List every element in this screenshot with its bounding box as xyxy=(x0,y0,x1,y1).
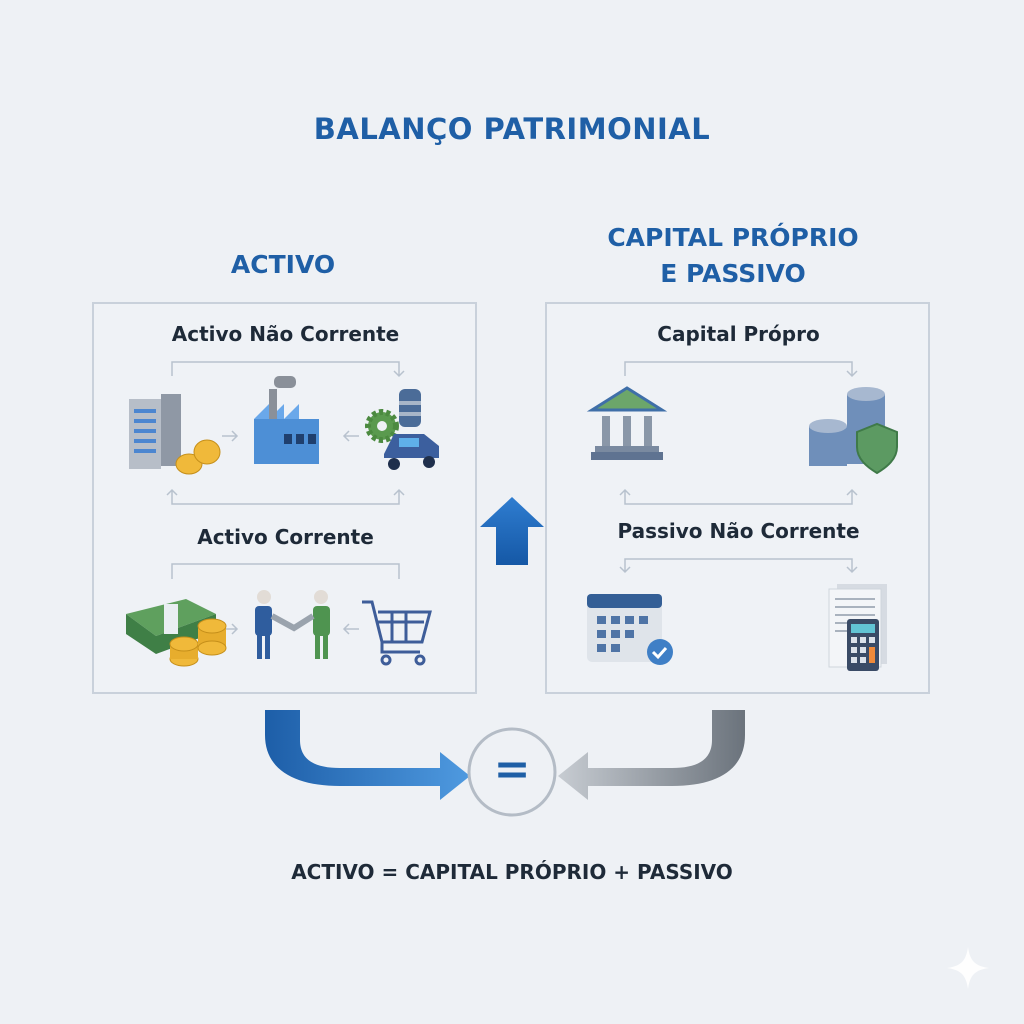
gear-icon xyxy=(365,409,399,443)
heading-line-2: E PASSIVO xyxy=(660,259,806,288)
handshake-icon xyxy=(255,590,330,659)
barrel-icon xyxy=(399,389,421,427)
activo-panel: Activo Não Corrente Activo Corrente xyxy=(92,302,477,694)
office-building-icon xyxy=(129,394,181,469)
capital-passivo-panel: Capital Própro Passivo Não Corrente xyxy=(545,302,930,694)
sparkle-icon xyxy=(947,947,989,989)
section-label: Passivo Não Corrente xyxy=(617,519,860,543)
section-label: Capital Própro xyxy=(657,322,820,346)
heading-line-1: CAPITAL PRÓPRIO xyxy=(607,223,859,252)
capital-passivo-heading: CAPITAL PRÓPRIO E PASSIVO xyxy=(583,220,883,292)
activo-heading: ACTIVO xyxy=(230,250,336,279)
cash-stack-icon xyxy=(126,599,216,654)
calendar-check-icon xyxy=(587,594,673,665)
up-arrow-icon xyxy=(480,497,544,565)
car-icon xyxy=(384,434,439,470)
document-calculator-icon xyxy=(828,584,887,671)
balance-formula: ACTIVO = CAPITAL PRÓPRIO + PASSIVO xyxy=(291,860,733,884)
page-title: BALANÇO PATRIMONIAL xyxy=(313,112,711,146)
gray-curved-arrow-icon xyxy=(558,710,745,800)
coins-icon xyxy=(169,618,227,667)
factory-icon xyxy=(254,376,319,464)
activo-illustration xyxy=(126,361,439,667)
flow-connectors xyxy=(166,361,405,635)
balance-arrows xyxy=(265,710,745,817)
shopping-cart-icon xyxy=(362,600,432,666)
capital-passivo-illustration xyxy=(586,361,898,671)
section-label: Activo Corrente xyxy=(197,525,374,549)
flow-connectors xyxy=(619,361,858,574)
blue-curved-arrow-icon xyxy=(265,710,470,800)
section-label: Activo Não Corrente xyxy=(171,322,400,346)
coins-icon xyxy=(175,439,221,475)
equals-symbol: = xyxy=(493,744,531,795)
equals-circle xyxy=(467,727,557,817)
bank-icon xyxy=(586,386,668,460)
coin-stack-shield-icon xyxy=(809,387,898,475)
